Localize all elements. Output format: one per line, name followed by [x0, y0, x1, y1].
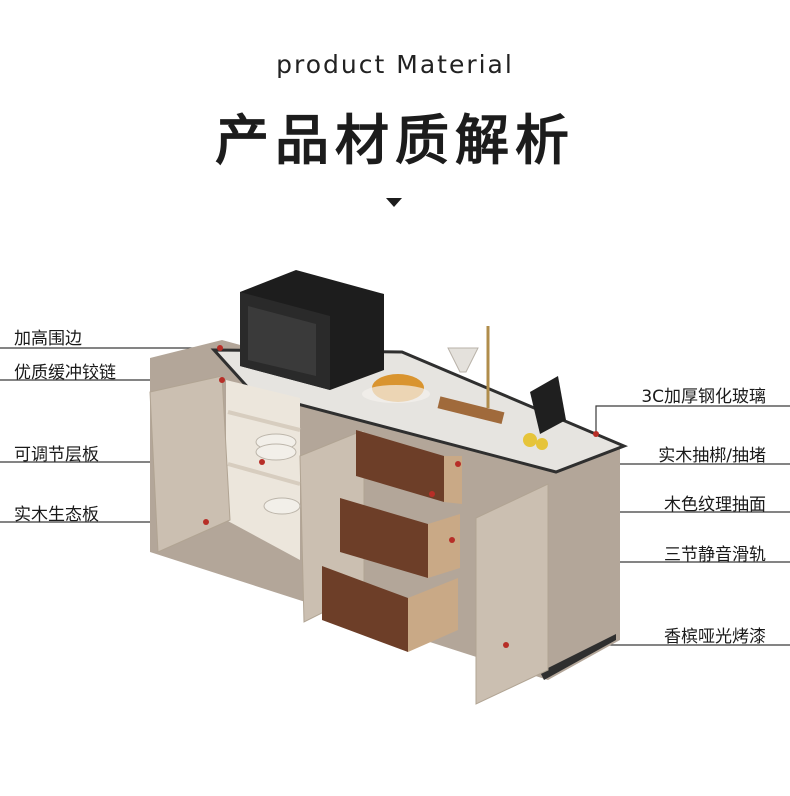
drawer-middle: [340, 498, 460, 578]
shelf-line: [227, 462, 301, 486]
shelf-line: [227, 410, 301, 432]
marker-raised-edge: [217, 345, 223, 351]
page-title: 产品材质解析: [215, 109, 575, 172]
left-door: [149, 375, 231, 553]
callout-adjustable-shelf: 可调节层板: [14, 445, 99, 465]
coffee-box: [530, 376, 566, 434]
callout-markers: [203, 345, 599, 648]
callout-tempered-glass: 3C加厚钢化玻璃: [641, 387, 766, 407]
callout-champagne-paint: 香槟哑光烤漆: [664, 627, 766, 647]
cutting-board: [437, 396, 505, 425]
microwave: [240, 270, 384, 390]
base-trim: [540, 634, 616, 680]
plate-stack: [255, 443, 297, 461]
callout-slide-rail: 三节静音滑轨: [664, 545, 766, 565]
callout-drawer-face: 木色纹理抽面: [664, 495, 766, 515]
drawer-bottom: [322, 566, 458, 652]
marker-paint: [503, 642, 509, 648]
page-subtitle: product Material: [276, 50, 514, 79]
down-caret-icon: [386, 198, 402, 207]
bowl: [263, 497, 301, 515]
callout-eco-board: 实木生态板: [14, 505, 99, 525]
drawer-top: [356, 430, 462, 504]
bread-plate: [362, 385, 430, 403]
marker-eco-board: [203, 519, 209, 525]
callout-hinge: 优质缓冲铰链: [14, 363, 116, 383]
lemon: [523, 433, 537, 447]
marker-drawer-box: [455, 461, 461, 467]
leader-line-glass: [595, 405, 790, 432]
marker-slide-rail: [449, 537, 455, 543]
lemon: [536, 438, 548, 450]
pour-over-dripper: [447, 347, 479, 373]
right-door: [475, 483, 549, 705]
callout-raised-edge: 加高围边: [14, 329, 82, 349]
marker-hinge: [219, 377, 225, 383]
marker-drawer-face: [429, 491, 435, 497]
marker-glass: [593, 431, 599, 437]
marker-shelf: [259, 459, 265, 465]
callout-drawer-box: 实木抽梆/抽堵: [658, 446, 766, 466]
